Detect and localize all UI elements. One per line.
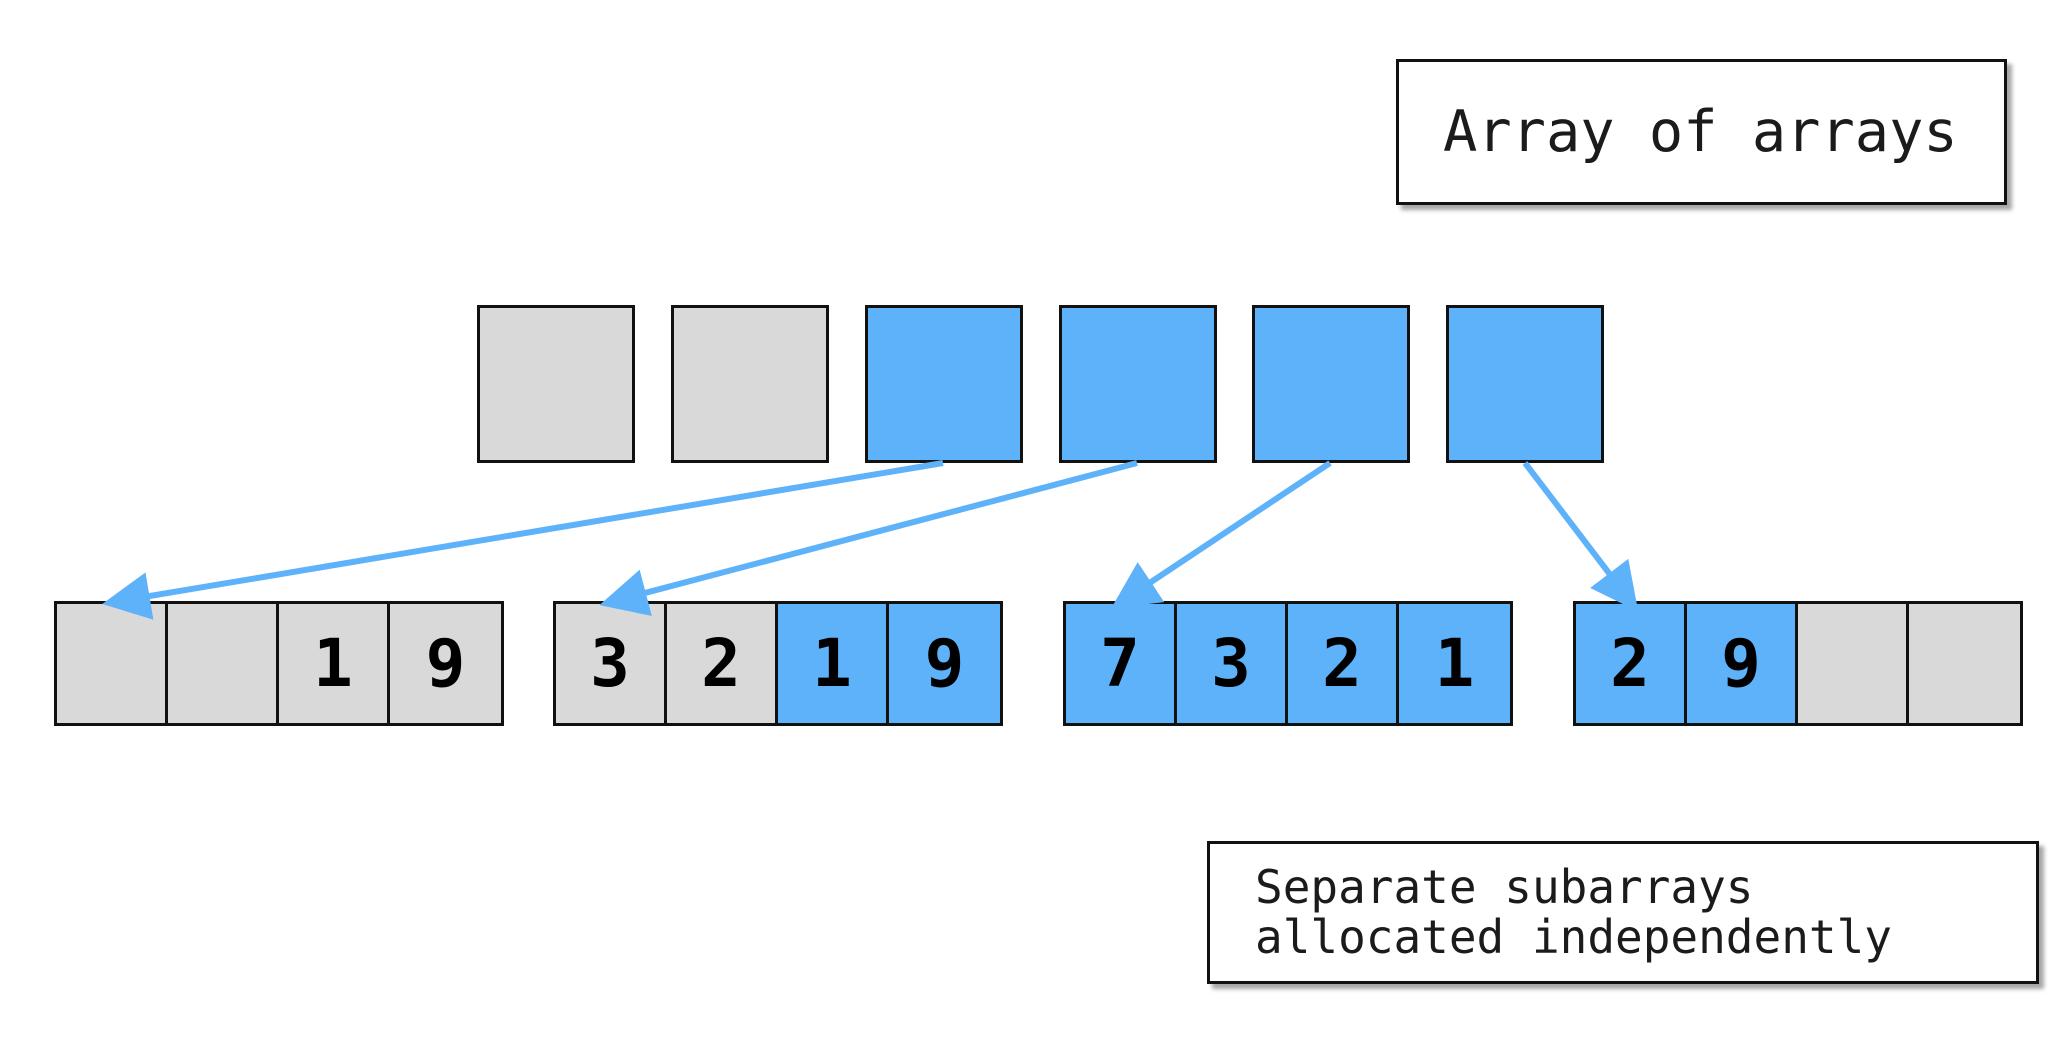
caption-label-box: Separate subarrays allocated independent… [1207,841,2039,984]
caption-line: allocated independently [1255,910,1892,964]
pointer-arrow [102,460,944,620]
subarray-cell: 1 [1399,604,1510,723]
outer-array-cell [1059,305,1217,463]
outer-array-cell [865,305,1023,463]
subarray: 3 2 1 9 [553,601,1003,726]
subarray-cell: 9 [1687,604,1798,723]
pointer-arrow [599,460,1138,617]
outer-array-cell [477,305,635,463]
outer-array-cell [1252,305,1410,463]
subarray-cell: 3 [1177,604,1288,723]
subarray-cell: 1 [279,604,390,723]
pointer-arrow [1522,461,1639,612]
subarray-cell [57,604,168,723]
subarray-cell: 2 [1576,604,1687,723]
subarray: 1 9 [54,601,504,726]
caption-line: Separate subarrays [1255,860,1754,914]
subarray-cell: 7 [1066,604,1177,723]
subarray: 7 3 2 1 [1063,601,1513,726]
outer-array-cell [671,305,829,463]
subarray-cell: 1 [778,604,889,723]
subarray-cell: 9 [390,604,501,723]
subarray-cell: 2 [1288,604,1399,723]
subarray-cell [168,604,279,723]
pointer-arrow [1111,460,1332,609]
subarray-cell [1798,604,1909,723]
subarray-cell: 3 [556,604,667,723]
title-text: Array of arrays [1443,99,1958,165]
subarray-cell [1909,604,2020,723]
subarray-cell: 2 [667,604,778,723]
outer-array-cell [1446,305,1604,463]
subarray: 2 9 [1573,601,2023,726]
subarray-cell: 9 [889,604,1000,723]
title-label-box: Array of arrays [1396,59,2007,205]
